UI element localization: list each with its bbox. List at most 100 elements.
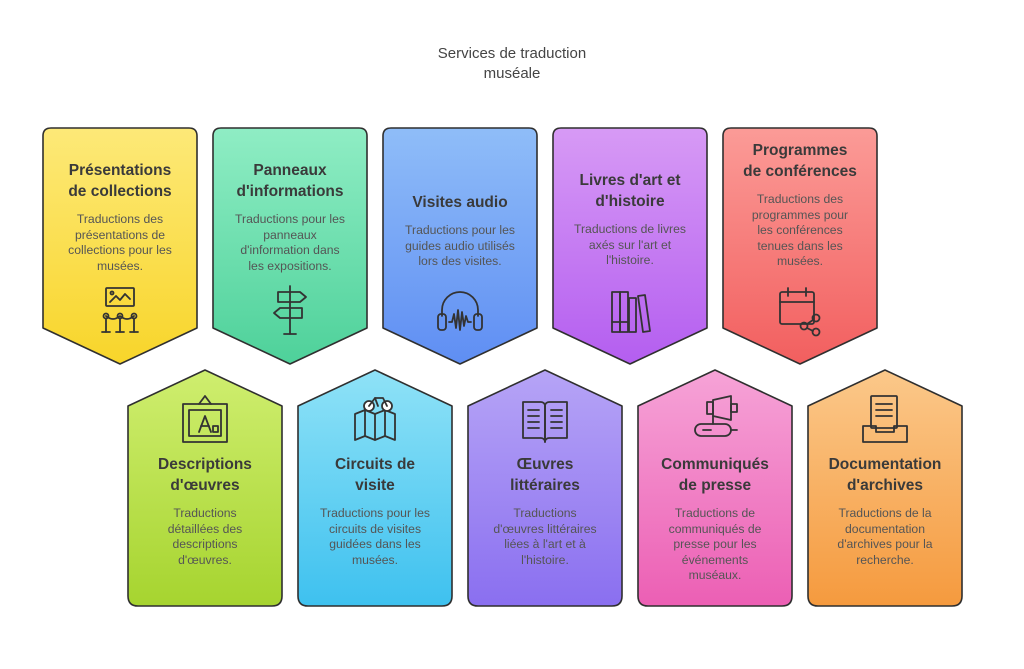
card-heading: Communiqués de presse xyxy=(646,454,784,496)
card-description-line: guides audio utilisés xyxy=(405,238,515,253)
card-description-line: Traductions des xyxy=(76,212,164,226)
card-heading: Panneaux d'informations xyxy=(221,160,359,202)
card-shape xyxy=(382,127,538,365)
card-shape xyxy=(722,127,878,365)
books-icon xyxy=(602,282,658,338)
card-heading: Circuits de visite xyxy=(306,454,444,496)
card-description-line: panneaux xyxy=(263,227,317,242)
card-shape xyxy=(807,369,963,607)
card-description-line: tenues dans les xyxy=(757,238,843,253)
card-description-line: presse pour les xyxy=(673,537,757,551)
card-description-line: les expositions. xyxy=(248,258,332,273)
card-heading-line: d'œuvres xyxy=(170,477,240,494)
card-shape xyxy=(467,369,623,607)
card-description-line: documentation xyxy=(845,521,925,536)
megaphone-icon xyxy=(687,392,743,448)
card-shape xyxy=(127,369,283,607)
card-description-line: Traductions de la xyxy=(838,506,932,520)
card-description-line: présentations de xyxy=(74,227,166,242)
card-description-line: Traductions pour les xyxy=(235,212,345,226)
card-description-line: les conférences xyxy=(757,223,843,237)
title-line-2: muséale xyxy=(483,65,541,82)
card-description-line: Traductions des xyxy=(756,192,844,206)
card-heading-line: Communiqués xyxy=(661,456,769,473)
card-description-line: d'information dans xyxy=(240,243,340,257)
card-shape xyxy=(42,127,198,365)
card-heading-line: Panneaux xyxy=(253,162,327,179)
card-description-line: collections pour les xyxy=(68,243,172,257)
card-heading-line: littéraires xyxy=(510,477,580,494)
card-description-line: Traductions xyxy=(173,506,237,520)
card-description-line: l'histoire. xyxy=(521,552,569,567)
card-description-line: axés sur l'art et xyxy=(588,237,672,252)
card-shape xyxy=(637,369,793,607)
card-heading-line: d'histoire xyxy=(595,193,665,210)
title-line-1: Services de traduction xyxy=(437,45,587,62)
card-heading-line: Œuvres xyxy=(516,456,574,473)
card-description-line: détaillées des xyxy=(167,521,243,536)
card-heading-line: d'informations xyxy=(236,183,344,200)
card-heading-line: Documentation xyxy=(828,456,942,473)
card-description-line: recherche. xyxy=(856,552,914,567)
card-description-line: Traductions de livres xyxy=(574,222,686,236)
archive-tray-icon xyxy=(857,392,913,448)
card-heading-line: Présentations xyxy=(68,162,172,179)
card-description-line: d'archives pour la xyxy=(837,537,933,551)
card-description-line: lors des visites. xyxy=(418,254,502,268)
diagram-title: Services de traduction muséale xyxy=(0,44,1024,84)
card-description-line: musées. xyxy=(776,254,824,268)
card-shape xyxy=(212,127,368,365)
card-heading-line: de presse xyxy=(678,477,752,494)
card-heading-line: d'archives xyxy=(846,477,924,494)
card-shape xyxy=(552,127,708,365)
museum-exhibit-icon xyxy=(92,282,148,338)
card-description-line: événements xyxy=(681,552,749,567)
card-description-line: programmes pour xyxy=(751,207,849,222)
card-description-line: Traductions de xyxy=(674,506,756,520)
card-heading: Descriptions d'œuvres xyxy=(136,454,274,496)
card-description-line: Traductions pour les xyxy=(320,506,430,520)
card-description-line: musées. xyxy=(96,258,144,273)
card-description-line: guidées dans les xyxy=(329,537,421,551)
card-heading: Livres d'art et d'histoire xyxy=(561,170,699,212)
card-description-line: d'œuvres. xyxy=(178,552,232,567)
headphones-icon xyxy=(432,282,488,338)
signpost-icon xyxy=(262,282,318,338)
card-heading-line: Descriptions xyxy=(158,456,252,473)
card-description-line: communiqués de xyxy=(668,521,762,536)
open-book-icon xyxy=(517,392,573,448)
card-heading-line: de conférences xyxy=(743,163,857,180)
card-description-line: muséaux. xyxy=(688,568,742,582)
card-description-line: circuits de visites xyxy=(328,521,422,536)
card-heading-line: visite xyxy=(355,477,395,494)
card-heading-line: Livres d'art et xyxy=(579,172,681,189)
card-description-line: d'œuvres littéraires xyxy=(493,521,597,536)
card-heading-line: Circuits de xyxy=(334,456,416,473)
framed-painting-icon xyxy=(177,392,233,448)
card-heading: Documentation d'archives xyxy=(816,454,954,496)
